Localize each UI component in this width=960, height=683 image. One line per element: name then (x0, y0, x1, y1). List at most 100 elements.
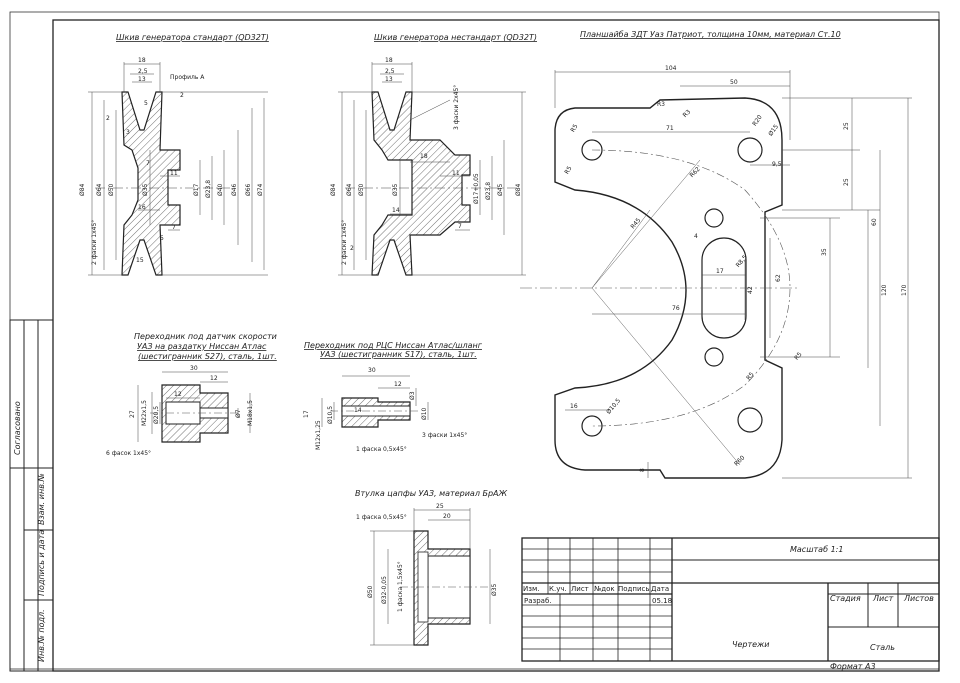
dim-label: R45 (629, 217, 642, 231)
side-stamp (9, 319, 54, 672)
chamfer-note: 1 фаска 0,5х45° (356, 514, 407, 521)
dim-label: M22х1,5 (141, 400, 148, 426)
tb-header-podpis: Подпись (618, 585, 650, 593)
tb-header-izm: Изм. (523, 585, 539, 593)
dim-label: 104 (665, 65, 677, 72)
dim-label: 14 (354, 407, 362, 414)
pulley-std-drawing (88, 62, 268, 276)
dim-label: 13 (385, 76, 393, 83)
dim-label: Ø66 (245, 183, 252, 196)
dim-label: M18х1,5 (247, 400, 254, 426)
tb-header-list: Лист (571, 585, 589, 593)
faceplate-drawing (520, 70, 912, 479)
dim-label: 9,5 (772, 161, 782, 168)
dim-label: R62 (688, 166, 701, 179)
dim-label: Ø23,8 (485, 182, 492, 200)
dim-label: 35 (821, 248, 828, 256)
dim-label: Ø17+0,05 (473, 173, 480, 204)
dim-label: R5 (745, 371, 756, 382)
dim-label: Ø46 (231, 183, 238, 196)
dim-label: Ø15 (767, 123, 780, 137)
dim-label: 60 (871, 218, 878, 226)
profile-label: Профиль А (170, 74, 205, 81)
chamfer-note: 2 фаски 1х45° (341, 220, 348, 265)
dim-label: 20 (443, 513, 451, 520)
dim-label: Ø23,8 (205, 180, 212, 198)
dim-label: R5 (793, 351, 804, 362)
side-label-soglasovano: Согласовано (13, 401, 22, 455)
dim-label: 2,5 (138, 68, 148, 75)
dim-label: M12х1,25 (315, 420, 322, 450)
dim-label: Ø7 (235, 409, 242, 418)
chamfer-note: 1 фаска 0,5х45° (356, 446, 407, 453)
dim-label: Ø84 (330, 183, 337, 196)
dim-label: 18 (420, 153, 428, 160)
dim-label: Ø50 (367, 585, 374, 598)
dim-label: Ø74 (257, 183, 264, 196)
title-pulley-std: Шкив генератора стандарт (QD32T) (116, 33, 269, 42)
tb-scale: Масштаб 1:1 (790, 545, 843, 554)
dim-label: R3 (682, 108, 693, 119)
dim-label: 17 (716, 268, 724, 275)
dim-label: 17 (303, 410, 310, 418)
dim-label: 18 (138, 57, 146, 64)
dim-label: R60 (733, 454, 746, 467)
dim-label: 62 (775, 274, 782, 282)
adapter-speed-drawing (137, 371, 251, 443)
tb-date: 05.18 (652, 597, 672, 605)
dim-label: 30 (190, 365, 198, 372)
tb-stadia: Стадия (830, 594, 861, 603)
tb-listov: Листов (903, 594, 934, 603)
dim-label: 7 (146, 160, 150, 167)
title-adapter-speed-3: (шестигранник S27), сталь, 1шт. (138, 352, 277, 361)
dim-label: 25 (843, 122, 850, 130)
dim-label: 27 (129, 410, 136, 418)
dim-label: Ø35 (142, 183, 149, 196)
dim-label: Ø45 (497, 183, 504, 196)
tb-material: Сталь (870, 643, 895, 652)
tb-header-ndok: №док (594, 585, 615, 593)
dim-label: 12 (174, 391, 182, 398)
dim-label: 2,5 (385, 68, 395, 75)
dim-label: Ø3 (409, 391, 416, 400)
dim-label: Ø20,5 (153, 406, 160, 424)
dim-label: Ø64 (96, 183, 103, 196)
side-label-vzam: Взам. инв.№ (37, 473, 46, 525)
dim-label: 8 (639, 468, 646, 472)
tb-header-kuch: К.уч. (549, 585, 567, 593)
dim-label: 76 (672, 305, 680, 312)
dim-label: R5 (569, 123, 579, 134)
dim-label: 120 (881, 284, 888, 296)
dim-label: 5 (160, 235, 164, 242)
tb-format: Формат А3 (830, 662, 876, 671)
dim-label: 170 (901, 284, 908, 296)
side-label-inv: Инв.№ подл. (37, 609, 46, 662)
dim-label: Ø64 (346, 183, 353, 196)
dim-label: Ø17 (193, 183, 200, 196)
dim-label: 25 (436, 503, 444, 510)
dim-label: R3 (657, 101, 665, 108)
dim-label: 4 (694, 233, 698, 240)
dim-label: Ø10,5 (605, 397, 622, 415)
dim-label: 11 (170, 170, 178, 177)
dim-label: R20 (751, 114, 764, 128)
title-faceplate: Планшайба ЗДТ Уаз Патриот, толщина 10мм,… (580, 30, 841, 39)
dim-label: 5 (144, 100, 148, 107)
dim-label: Ø84 (515, 183, 522, 196)
chamfer-note: 2 фаски 1х45° (91, 220, 98, 265)
dim-label: 7 (172, 224, 176, 231)
dim-label: Ø35 (392, 183, 399, 196)
dim-label: 25 (843, 178, 850, 186)
dim-label: 16 (570, 403, 578, 410)
tb-list: Лист (872, 594, 894, 603)
bushing-drawing (370, 508, 491, 646)
dim-label: Ø32-0,05 (381, 576, 388, 604)
title-block (521, 537, 940, 662)
title-bushing: Втулка цапфы УАЗ, материал БрАЖ (355, 489, 508, 498)
dim-label: 42 (747, 286, 754, 294)
dim-label: R8,5 (735, 254, 749, 269)
chamfer-note: 6 фасок 1х45° (106, 450, 151, 457)
dim-label: 13 (138, 76, 146, 83)
